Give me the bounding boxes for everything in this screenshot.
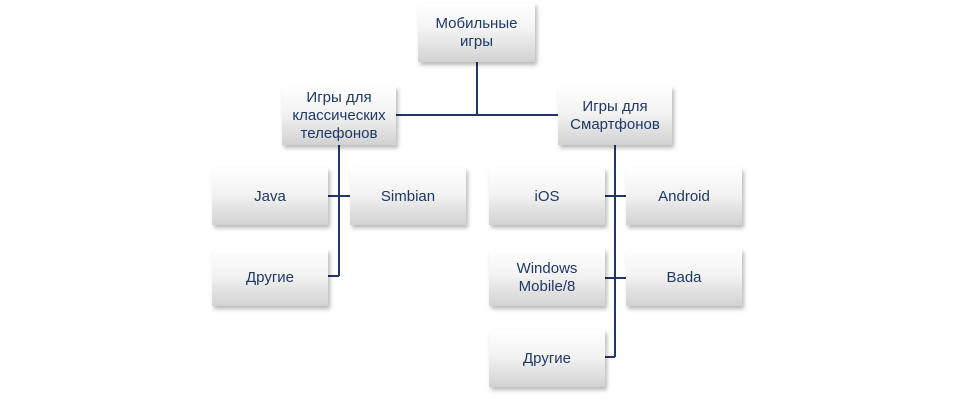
node-smartphones: Игры для Смартфонов xyxy=(558,86,672,145)
node-simbian: Simbian xyxy=(350,168,466,225)
node-windows-mobile: Windows Mobile/8 xyxy=(489,249,605,306)
node-android: Android xyxy=(626,168,742,225)
node-java: Java xyxy=(212,168,328,225)
node-bada: Bada xyxy=(626,249,742,306)
node-classic-phones: Игры для классических телефонов xyxy=(282,86,396,145)
node-mobile-games: Мобильные игры xyxy=(418,3,535,62)
node-classic-other: Другие xyxy=(212,249,328,306)
node-ios: iOS xyxy=(489,168,605,225)
node-smart-other: Другие xyxy=(489,330,605,387)
